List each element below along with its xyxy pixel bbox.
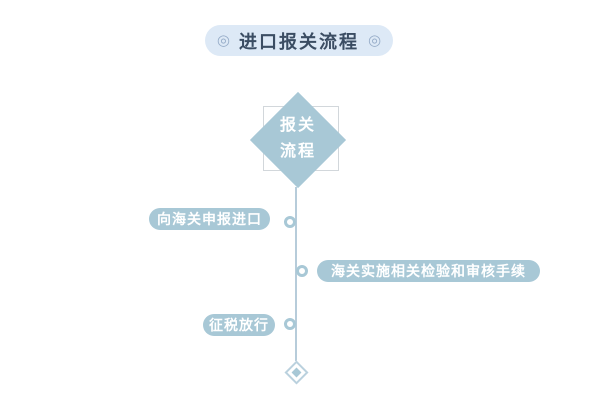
- bullseye-icon: ◎: [216, 32, 230, 49]
- timeline-node-3: [284, 318, 296, 330]
- step-pill-tax-release: 征税放行: [203, 314, 275, 336]
- bullseye-icon: ◎: [368, 32, 382, 49]
- end-marker-diamond: [284, 360, 309, 385]
- diagram-title: ◎ 进口报关流程 ◎: [205, 25, 393, 56]
- step-pill-declare-to-customs: 向海关申报进口: [149, 208, 270, 230]
- timeline-node-2: [296, 265, 308, 277]
- end-marker-inner-diamond: [291, 367, 302, 378]
- root-node-label-line1: 报关: [279, 117, 316, 134]
- step-pill-inspection-review: 海关实施相关检验和审核手续: [317, 260, 540, 282]
- root-node-label: 报关 流程: [263, 113, 333, 165]
- timeline-node-1: [284, 216, 296, 228]
- diagram-title-text: 进口报关流程: [239, 31, 359, 52]
- root-node-label-line2: 流程: [279, 143, 316, 160]
